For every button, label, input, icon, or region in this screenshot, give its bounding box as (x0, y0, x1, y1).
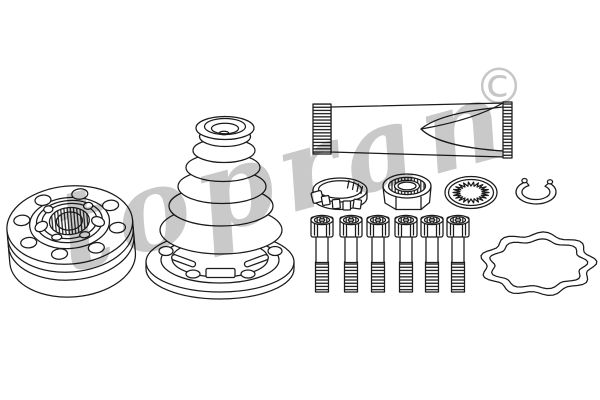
bolt (310, 214, 334, 293)
circlip (515, 177, 557, 205)
cv-boot (145, 115, 295, 300)
gasket-inner-outline (489, 238, 589, 290)
lock-nut (382, 173, 432, 211)
bolt-set (310, 214, 470, 293)
gasket (480, 231, 598, 297)
cv-joint (6, 185, 137, 298)
bolt (446, 214, 470, 293)
bolt (339, 214, 363, 293)
grease-tube (312, 101, 513, 159)
bolt (366, 214, 390, 293)
bolt (394, 214, 418, 293)
boot-clamp (310, 177, 368, 211)
star-washer (444, 175, 498, 210)
bolt (420, 214, 444, 293)
gasket-outline (480, 231, 598, 297)
star-washer-teeth (452, 181, 490, 204)
